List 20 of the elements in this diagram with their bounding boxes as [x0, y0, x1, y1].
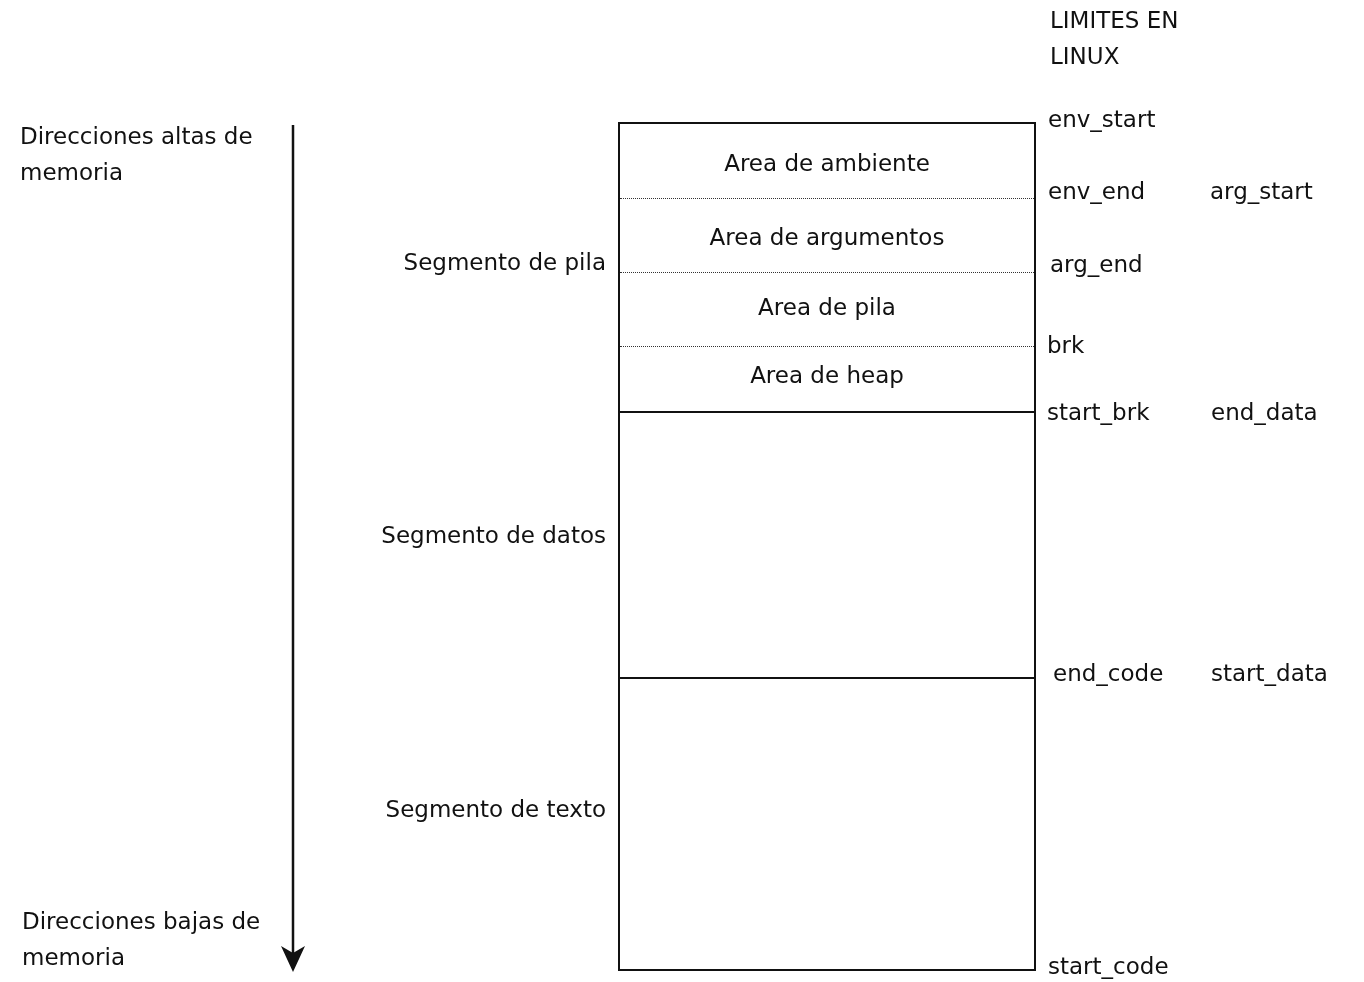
area-label: Area de argumentos [708, 223, 946, 251]
direction-label: Direcciones bajas de memoria [22, 907, 262, 972]
area-label: Area de ambiente [723, 149, 931, 177]
segment-label: Segmento de datos [381, 521, 606, 549]
address-limit-label: start_brk [1047, 398, 1150, 427]
address-limit-label: env_start [1048, 105, 1156, 134]
address-limit-label: start_data [1211, 659, 1328, 688]
direction-label: Direcciones altas de memoria [20, 122, 254, 187]
address-limit-label: env_end [1048, 177, 1146, 206]
address-limit-label: brk [1047, 331, 1085, 360]
address-limit-label: end_code [1053, 659, 1164, 688]
address-limit-label: end_data [1211, 398, 1318, 427]
column-heading: LIMITES EN LINUX [1050, 6, 1180, 71]
address-limit-label: start_code [1048, 952, 1169, 981]
address-limit-label: arg_start [1210, 177, 1313, 206]
area-label: Area de heap [749, 361, 905, 389]
area-label: Area de pila [757, 293, 897, 321]
address-limit-label: arg_end [1050, 250, 1143, 279]
segment-label: Segmento de pila [403, 248, 606, 276]
segment-label: Segmento de texto [385, 795, 606, 823]
